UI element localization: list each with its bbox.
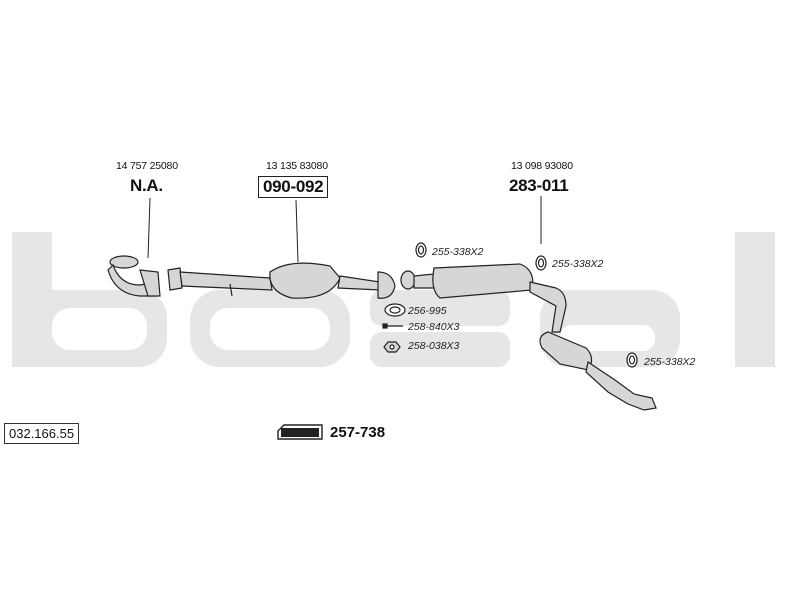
- catalytic-converter-part: [167, 262, 396, 299]
- center-muffler-part-number: 283-011: [509, 176, 569, 195]
- rear-muffler-part: [539, 331, 657, 411]
- clamp-b-icon: [535, 255, 547, 271]
- clamp-b-label: 255-338X2: [552, 258, 604, 270]
- catalytic-converter-oem-number: 13 135 83080: [266, 160, 328, 172]
- gasket-icon: [384, 303, 406, 317]
- catalytic-converter-part-number: 090-092: [258, 176, 329, 198]
- clamp-c-label: 255-338X2: [644, 356, 696, 368]
- front-pipe-part: [107, 255, 161, 297]
- kit-logo-icon: [277, 424, 323, 440]
- clamp-c-icon: [626, 352, 638, 368]
- kit-number: 257-738: [330, 424, 386, 441]
- center-muffler-part: [400, 263, 567, 333]
- front-pipe-part-number: N.A.: [130, 176, 163, 195]
- nut-label: 258-038X3: [408, 340, 460, 352]
- bolt-icon: [382, 323, 403, 329]
- center-muffler-oem-number: 13 098 93080: [511, 160, 573, 172]
- leader-lines: [147, 196, 542, 263]
- gasket-label: 256-995: [408, 305, 447, 317]
- bolt-label: 258-840X3: [408, 321, 460, 333]
- watermark-counters: [52, 308, 655, 351]
- clamp-a-label: 255-338X2: [432, 246, 484, 258]
- reference-number: 032.166.55: [4, 423, 80, 444]
- front-pipe-oem-number: 14 757 25080: [116, 160, 178, 172]
- nut-icon: [383, 341, 401, 353]
- clamp-a-icon: [415, 242, 427, 258]
